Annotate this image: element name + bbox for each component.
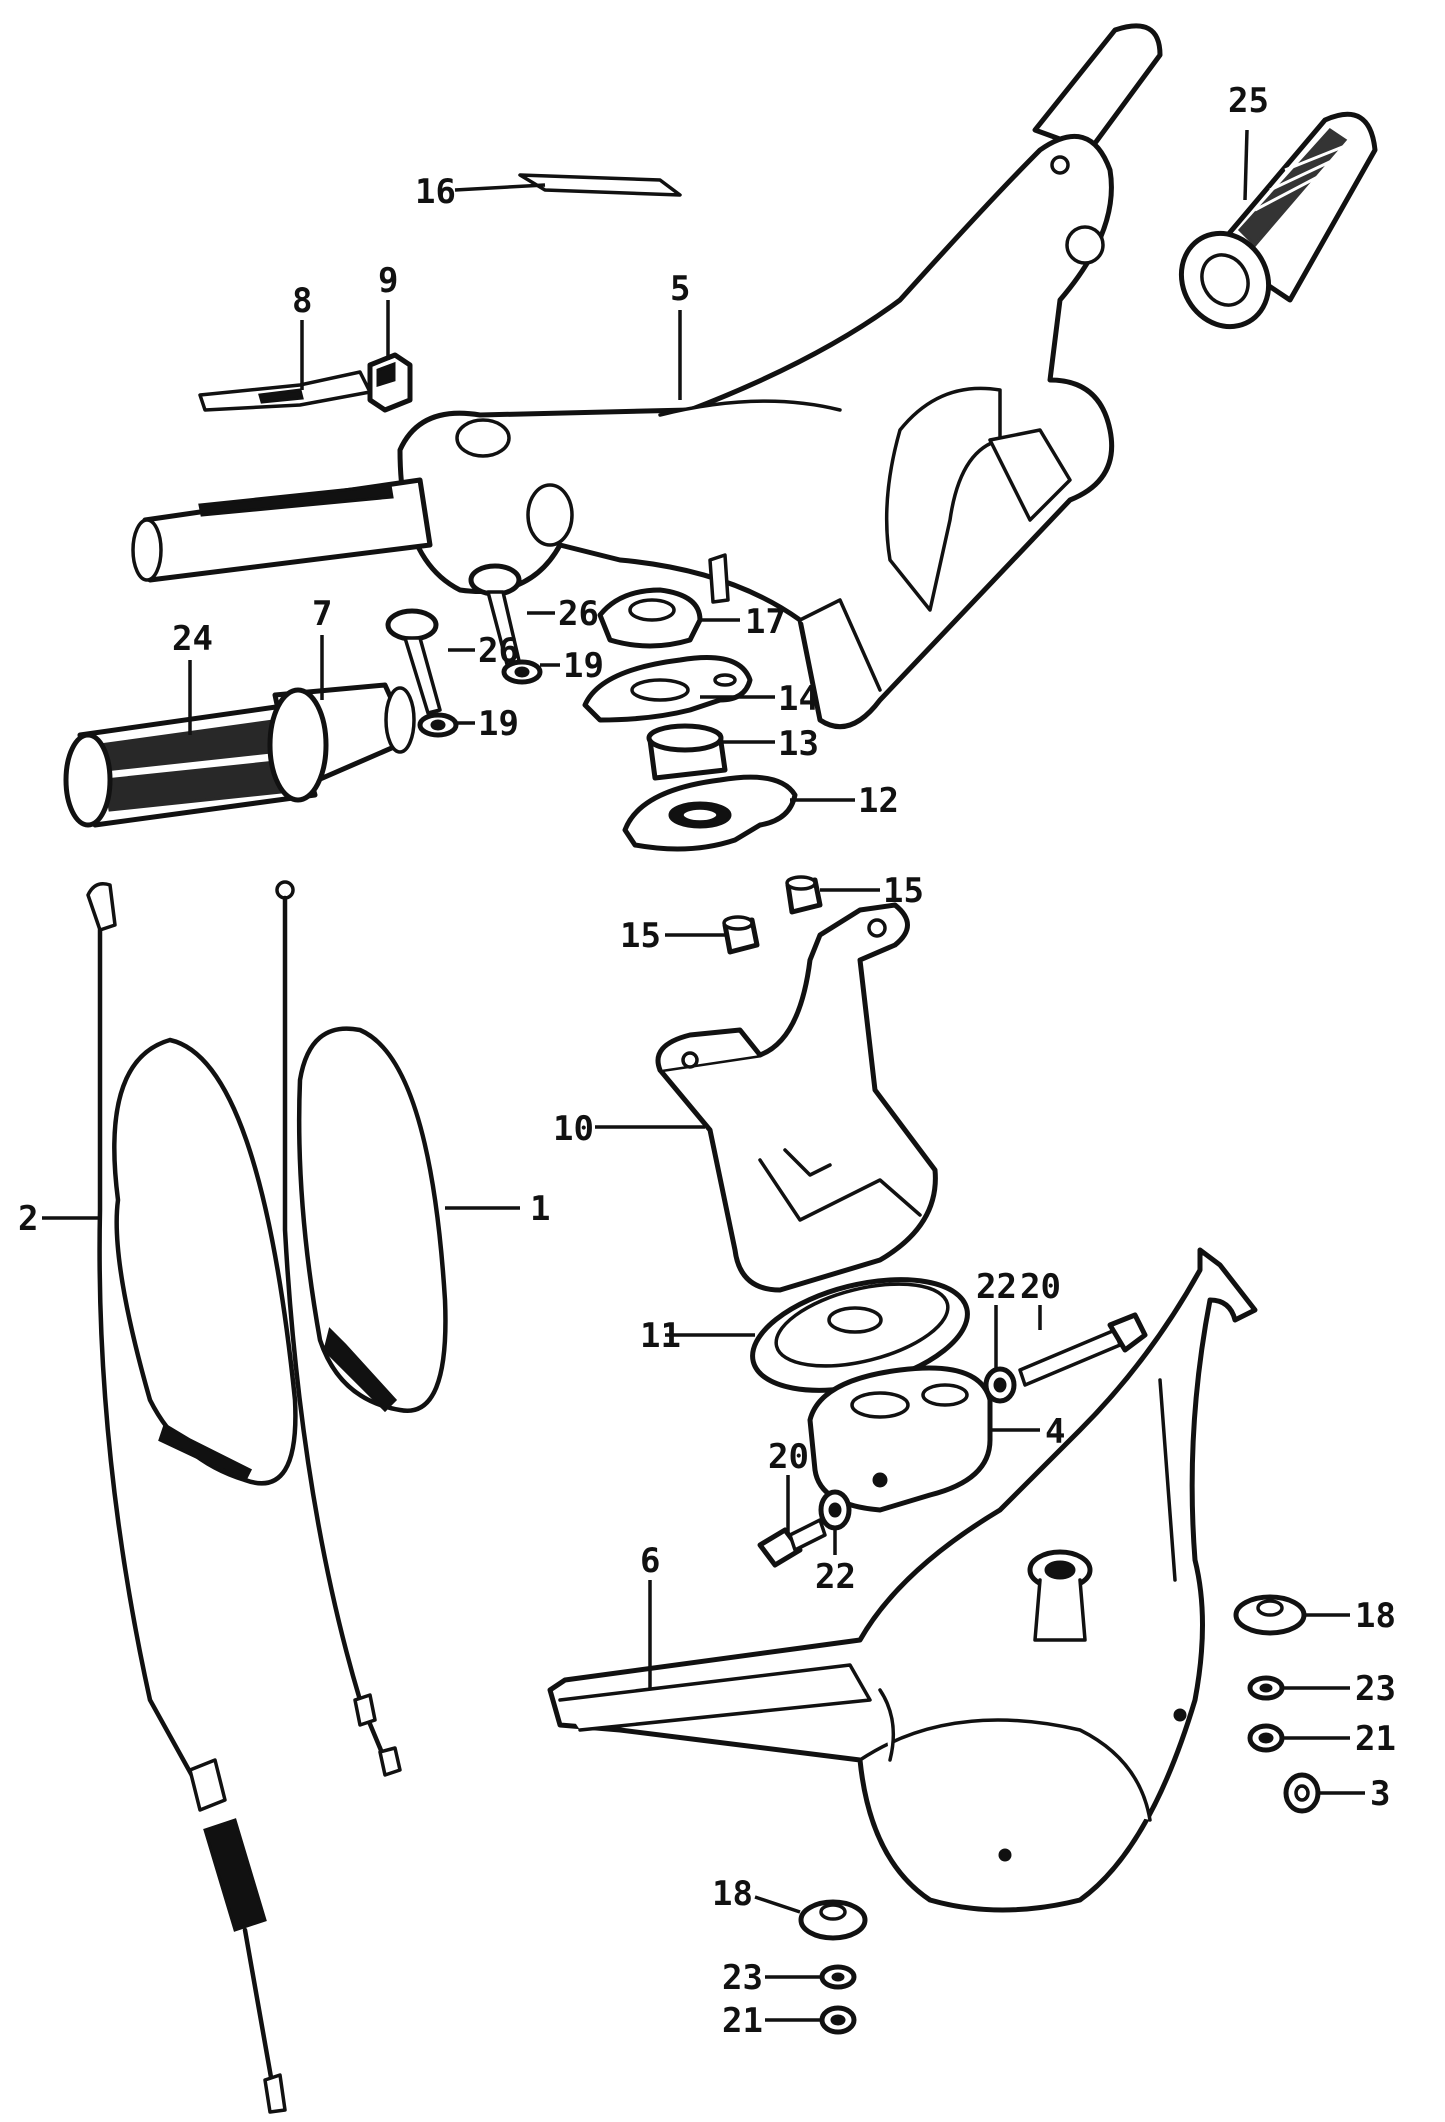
callout-7: 7 bbox=[312, 594, 332, 634]
part-21-nut-lower bbox=[819, 2005, 857, 2035]
part-2-cable bbox=[86, 882, 298, 2114]
callout-10: 10 bbox=[553, 1109, 594, 1149]
part-19-washer-right bbox=[501, 659, 543, 685]
part-8-lever bbox=[198, 370, 372, 412]
callout-9: 9 bbox=[378, 261, 398, 301]
part-22-washer-upper bbox=[983, 1366, 1017, 1404]
callout-labels: 16 25 5 8 9 24 7 26 26 19 19 17 14 13 12… bbox=[18, 81, 1396, 2041]
callout-8: 8 bbox=[292, 281, 312, 321]
callout-4: 4 bbox=[1045, 1412, 1065, 1452]
callout-18-upper: 18 bbox=[1355, 1596, 1396, 1636]
leader-lines bbox=[42, 129, 1365, 2022]
callout-17: 17 bbox=[745, 602, 786, 642]
callout-12: 12 bbox=[858, 781, 899, 821]
callout-23-lower: 23 bbox=[722, 1958, 763, 1998]
part-17-nut bbox=[597, 587, 703, 649]
part-20-screw-upper bbox=[1018, 1312, 1148, 1387]
callout-22-lower: 22 bbox=[815, 1557, 856, 1597]
callout-2: 2 bbox=[18, 1199, 38, 1239]
callout-1: 1 bbox=[530, 1189, 550, 1229]
part-3-nut bbox=[1283, 1772, 1321, 1814]
callout-21-lower: 21 bbox=[722, 2001, 763, 2041]
part-4-lower-cup bbox=[807, 1365, 993, 1513]
part-6-lower-cover bbox=[547, 1247, 1258, 1913]
part-1-cable bbox=[275, 880, 448, 1777]
part-20-screw-lower bbox=[757, 1518, 827, 1568]
callout-16: 16 bbox=[415, 172, 456, 212]
callout-23-upper: 23 bbox=[1355, 1669, 1396, 1709]
part-26-bolt-left bbox=[385, 608, 442, 715]
part-15-bushing-lower bbox=[722, 915, 760, 955]
callout-25: 25 bbox=[1228, 81, 1269, 121]
callout-15-lower: 15 bbox=[620, 916, 661, 956]
part-24-left-grip bbox=[63, 702, 318, 828]
callout-22-upper: 22 bbox=[976, 1267, 1017, 1307]
callout-5: 5 bbox=[670, 269, 690, 309]
part-7-grip-collar bbox=[267, 682, 416, 803]
part-25-right-grip bbox=[1178, 111, 1378, 330]
part-15-bushing-upper bbox=[785, 875, 823, 915]
part-23-washer-lower bbox=[819, 1964, 857, 1990]
part-26-bolt-right bbox=[468, 563, 522, 670]
part-9-clamp-block bbox=[367, 352, 413, 413]
part-13-spacer bbox=[646, 723, 728, 781]
part-18-grommet-upper bbox=[1233, 1594, 1307, 1636]
callout-13: 13 bbox=[778, 724, 819, 764]
callout-21-upper: 21 bbox=[1355, 1719, 1396, 1759]
callout-19-left: 19 bbox=[478, 704, 519, 744]
part-19-washer-left bbox=[417, 712, 459, 738]
callout-20-upper: 20 bbox=[1020, 1267, 1061, 1307]
callout-3: 3 bbox=[1370, 1774, 1390, 1814]
callout-26-right: 26 bbox=[558, 594, 599, 634]
part-12-lower-plate bbox=[622, 774, 798, 852]
part-18-grommet-lower bbox=[798, 1899, 868, 1941]
callout-18-lower: 18 bbox=[712, 1874, 753, 1914]
callout-6: 6 bbox=[640, 1541, 660, 1581]
part-22-washer-lower bbox=[818, 1489, 852, 1531]
callout-24: 24 bbox=[172, 619, 213, 659]
callout-26-left: 26 bbox=[478, 631, 519, 671]
callout-20-lower: 20 bbox=[768, 1437, 809, 1477]
callout-11: 11 bbox=[640, 1316, 681, 1356]
callout-15-upper: 15 bbox=[883, 871, 924, 911]
part-14-plate bbox=[582, 655, 753, 723]
part-21-nut-upper bbox=[1247, 1723, 1285, 1753]
part-5-handlebar-upper-body bbox=[131, 23, 1163, 730]
part-23-washer-upper bbox=[1247, 1675, 1285, 1701]
part-10-bracket-housing bbox=[655, 902, 938, 1293]
callout-14: 14 bbox=[778, 679, 819, 719]
callout-19-right: 19 bbox=[563, 646, 604, 686]
part-11-gasket bbox=[750, 1277, 970, 1393]
